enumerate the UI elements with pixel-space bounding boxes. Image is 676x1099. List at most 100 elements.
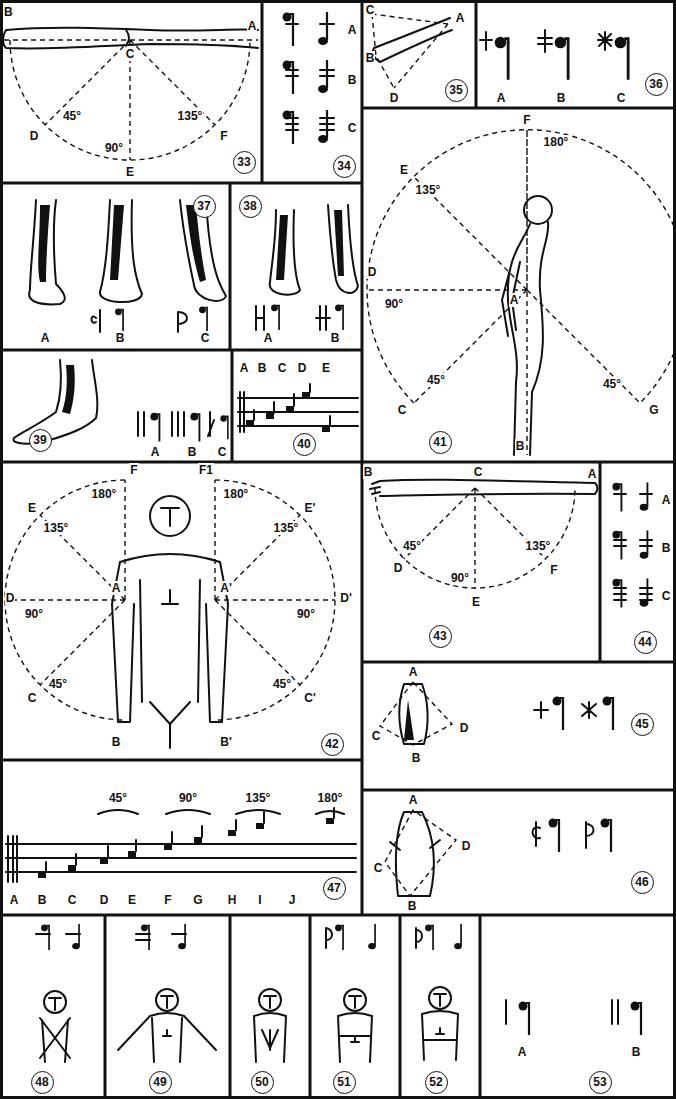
point-label: C — [67, 893, 78, 907]
angle-label: 45° — [48, 677, 68, 691]
point-label: A — [509, 293, 520, 307]
figure-number-text: 46 — [635, 875, 648, 889]
leg-diagonal-figure — [372, 14, 452, 88]
angle-label: 135° — [245, 791, 272, 805]
angle-label: 135° — [273, 521, 300, 535]
point-label: C — [373, 861, 384, 875]
point-label: E — [127, 893, 137, 907]
figure-number: 37 — [193, 195, 216, 218]
figure-number: 46 — [631, 871, 654, 894]
angle-label: 45° — [272, 677, 292, 691]
figure-number-text: 52 — [429, 1075, 442, 1089]
point-label: B — [407, 899, 418, 913]
figure-number-text: 35 — [449, 83, 462, 97]
point-label: E — [125, 165, 135, 179]
angle-label: 45° — [426, 373, 446, 387]
figure-number: 39 — [29, 429, 52, 452]
figure-number-text: 43 — [433, 629, 446, 643]
body-front-figure — [5, 480, 335, 748]
point-label: C — [661, 589, 672, 603]
figure-number: 47 — [323, 877, 346, 900]
point-label: D — [393, 561, 404, 575]
figure-number-text: 44 — [638, 635, 651, 649]
point-label: B — [3, 5, 14, 19]
point-label: C — [347, 121, 358, 135]
point-label: C — [397, 403, 408, 417]
point-label: F — [219, 129, 228, 143]
point-label: F — [129, 463, 138, 477]
figure-number: 36 — [645, 73, 668, 96]
point-label: D — [367, 265, 378, 279]
figure-number: 52 — [425, 1071, 448, 1094]
angle-label: 90° — [178, 791, 198, 805]
point-label: I — [257, 893, 262, 907]
angle-label: 90° — [384, 297, 404, 311]
feet-figures — [256, 205, 358, 330]
figure-number-text: 41 — [433, 435, 446, 449]
figure-number: 42 — [321, 733, 344, 756]
point-label: A — [40, 331, 51, 345]
figure-number: 49 — [149, 1071, 172, 1094]
notation-symbols — [283, 12, 335, 144]
point-label: A — [455, 11, 466, 25]
figure-number-text: 37 — [197, 199, 210, 213]
point-label: D — [29, 129, 40, 143]
point-label: C — [365, 3, 376, 17]
point-label: B — [187, 445, 198, 459]
staff-figure — [238, 384, 358, 432]
point-label: B — [631, 1045, 642, 1059]
point-label: B — [556, 91, 567, 105]
point-label: E — [399, 163, 409, 177]
angle-label: 180° — [91, 487, 118, 501]
hand-figure — [380, 682, 613, 745]
point-label: G — [192, 893, 203, 907]
feet-figures — [29, 200, 226, 334]
point-label: B — [37, 893, 48, 907]
figure-number-text: 47 — [327, 881, 340, 895]
figure-number-text: 42 — [325, 737, 338, 751]
point-label: B — [347, 73, 358, 87]
point-label: F — [163, 893, 172, 907]
point-label: E' — [304, 501, 317, 515]
figure-number: 51 — [333, 1071, 356, 1094]
point-label: D — [459, 721, 470, 735]
figure-number: 53 — [589, 1071, 612, 1094]
point-label: A — [239, 361, 250, 375]
point-label: A — [347, 23, 358, 37]
figure-number: 41 — [429, 431, 452, 454]
point-label: D — [461, 839, 472, 853]
point-label: C — [277, 361, 288, 375]
notation-symbols — [480, 30, 628, 80]
point-label: C — [473, 465, 484, 479]
angle-label: 180° — [223, 487, 250, 501]
point-label: C — [217, 445, 228, 459]
point-label: D — [389, 91, 400, 105]
figure-number-text: 49 — [153, 1075, 166, 1089]
point-label: B — [661, 541, 672, 555]
point-label: C — [371, 729, 382, 743]
point-label: B — [257, 361, 268, 375]
angle-label: 45° — [108, 791, 128, 805]
notation-symbols — [612, 482, 652, 607]
point-label: A — [661, 493, 672, 507]
point-label: H — [227, 893, 238, 907]
angle-label: 45° — [62, 109, 82, 123]
point-label: A — [587, 467, 598, 481]
point-label: B — [363, 465, 374, 479]
hand-figure — [385, 810, 611, 896]
figure-number: 48 — [31, 1071, 54, 1094]
angle-label: 90° — [296, 607, 316, 621]
figure-number-text: 38 — [243, 199, 256, 213]
angle-label: 45° — [402, 539, 422, 553]
figure-number-text: 36 — [649, 77, 662, 91]
figure-number-text: 45 — [635, 717, 648, 731]
point-label: G — [648, 403, 659, 417]
figure-number: 43 — [429, 625, 452, 648]
figure-number: 38 — [239, 195, 262, 218]
angle-label: 135° — [525, 539, 552, 553]
point-label: A — [408, 665, 419, 679]
point-label: C' — [303, 691, 317, 705]
figure-number: 35 — [445, 79, 468, 102]
point-label: E — [471, 595, 481, 609]
